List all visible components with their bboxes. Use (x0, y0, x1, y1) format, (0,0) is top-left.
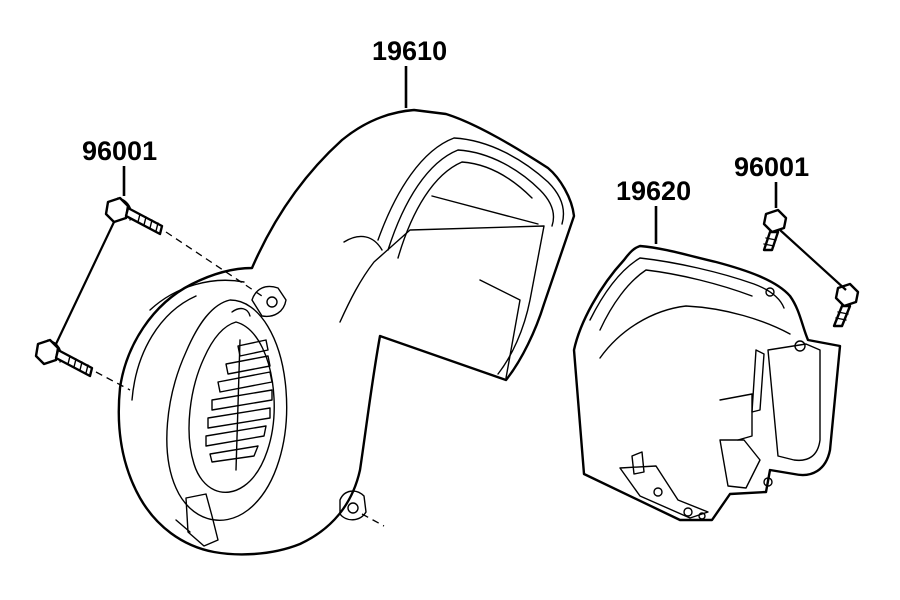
fan-housing-face-inner (188, 321, 275, 493)
bolt-thread (763, 237, 777, 247)
fan-cover-duct-lower-edge (479, 279, 521, 379)
vent-slat (225, 355, 271, 375)
fan-cover-duct-rim-3 (397, 161, 533, 259)
label-19620: 19620 (616, 176, 691, 206)
bolt-thread (137, 213, 159, 232)
side-cover-right-flange (767, 343, 821, 462)
label-96001-left: 96001 (82, 136, 157, 166)
bolt-shank (54, 348, 94, 378)
fan-cover-bottom-clip-edge (175, 519, 191, 533)
vent-slat (217, 371, 273, 393)
vent-slat (207, 407, 271, 429)
bolt-left-lower (34, 338, 94, 378)
bolt-shank (124, 206, 164, 236)
fan-cover-body (117, 108, 576, 556)
label-group-bolt-right: 96001 (734, 152, 809, 208)
side-cover-front-panel (599, 305, 791, 359)
side-cover-base (619, 465, 709, 519)
fan-cover-duct-edge (431, 195, 539, 225)
mount-hole-bottom (347, 502, 359, 514)
fan-cover-mount-tab-bottom (339, 490, 367, 521)
side-cover-rim-1 (589, 257, 785, 321)
side-cover-hole-base-2 (683, 507, 693, 517)
side-cover-bracket (751, 349, 765, 413)
bolt-right-lower (832, 282, 860, 328)
assembly-axis-upper (165, 231, 263, 297)
assembly-axis-bottom (361, 513, 385, 527)
label-group-fan-cover: 19610 (372, 36, 447, 108)
vent-slat (205, 425, 267, 447)
fan-cover-duct-rim-inner (387, 149, 555, 251)
side-cover-hole-base (653, 487, 663, 497)
fan-cover-duct-inner-wall (339, 225, 545, 375)
bolt-thread (835, 311, 849, 321)
fan-housing-face-outer (166, 299, 288, 522)
bolt-thread (67, 355, 89, 374)
side-cover-hole-base-3 (698, 512, 706, 520)
fan-housing-lip (131, 295, 197, 401)
label-group-bolt-left: 96001 (82, 136, 157, 196)
fan-cover-duct-floor (343, 235, 383, 251)
label-group-side-cover: 19620 (616, 176, 691, 244)
fan-housing-shoulder (149, 279, 245, 311)
bolt-head (834, 282, 860, 308)
side-cover-hole-lower (763, 477, 773, 487)
fan-cover-left-flap (231, 307, 251, 317)
side-cover-body (572, 244, 842, 522)
label-96001-right: 96001 (734, 152, 809, 182)
side-cover-bracket-lower (719, 439, 761, 489)
fan-cover-19610 (117, 108, 576, 556)
mount-hole-top (266, 296, 278, 308)
label-19610: 19610 (372, 36, 447, 66)
vent-divider (235, 339, 241, 471)
fan-cover-duct-rim-outer (377, 137, 565, 241)
bolt-link-right (779, 229, 847, 291)
fan-vent-grille (205, 339, 273, 471)
bolt-head (762, 208, 788, 234)
vent-slat (209, 445, 259, 463)
side-cover-hole-top (794, 340, 806, 352)
side-cover-hole-upper (765, 287, 775, 297)
assembly-axis-lower (95, 371, 131, 391)
side-cover-rim-2 (599, 269, 753, 331)
side-cover-inner-fold (719, 393, 753, 441)
side-cover-tab (631, 451, 645, 475)
bolt-left-upper (104, 196, 164, 236)
bolt-right-upper (762, 208, 788, 252)
fan-cover-mount-tab-top (251, 285, 287, 318)
fan-cover-bottom-clip (185, 493, 219, 547)
vent-slat (211, 389, 273, 411)
bolt-link-left (55, 221, 115, 345)
bolt-shank (832, 304, 852, 328)
bolt-shank (762, 230, 780, 252)
side-cover-19620 (572, 244, 842, 522)
